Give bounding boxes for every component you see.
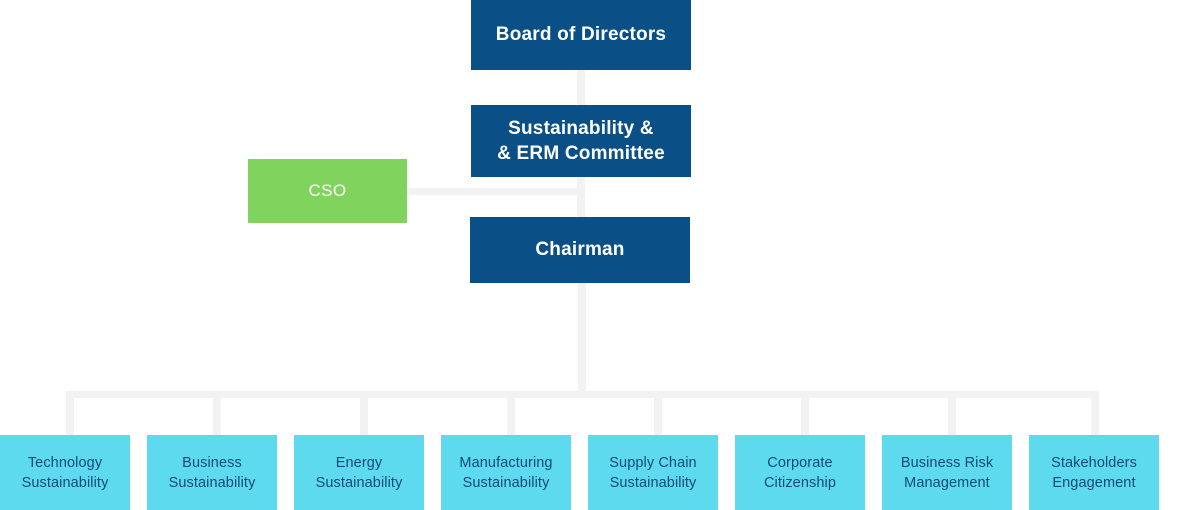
connector-stem-department-4 <box>654 391 662 435</box>
node-department-2-label: Energy Sustainability <box>315 454 403 491</box>
node-sustainability-erm-committee[interactable]: Sustainability & & ERM Committee <box>471 105 691 177</box>
connector-stem-department-0 <box>66 391 74 435</box>
node-chairman-label: Chairman <box>535 239 625 261</box>
connector-stem-department-1 <box>213 391 221 435</box>
node-cso[interactable]: CSO <box>248 159 407 223</box>
node-department-6-label: Business Risk Management <box>900 454 994 491</box>
node-department-2[interactable]: Energy Sustainability <box>294 435 424 510</box>
node-department-1[interactable]: Business Sustainability <box>147 435 277 510</box>
connector-stem-department-6 <box>948 391 956 435</box>
node-department-1-label: Business Sustainability <box>168 454 256 491</box>
connector-cso-to-spine <box>407 188 578 195</box>
connector-committee-to-chairman <box>577 177 585 218</box>
connector-stem-department-2 <box>360 391 368 435</box>
node-department-4-label: Supply Chain Sustainability <box>609 454 697 491</box>
node-chairman[interactable]: Chairman <box>470 217 690 283</box>
node-department-3[interactable]: Manufacturing Sustainability <box>441 435 571 510</box>
node-department-0[interactable]: Technology Sustainability <box>0 435 130 510</box>
connector-horizontal-bus <box>66 391 1098 398</box>
connector-chairman-to-bus <box>578 283 586 398</box>
node-department-0-label: Technology Sustainability <box>21 454 109 491</box>
connector-stem-department-3 <box>507 391 515 435</box>
node-department-4[interactable]: Supply Chain Sustainability <box>588 435 718 510</box>
node-department-5-label: Corporate Citizenship <box>763 454 837 491</box>
node-sustainability-erm-committee-label: Sustainability & & ERM Committee <box>497 117 665 164</box>
node-board-of-directors[interactable]: Board of Directors <box>471 0 691 70</box>
node-department-7-label: Stakeholders Engagement <box>1051 454 1137 491</box>
node-board-of-directors-label: Board of Directors <box>495 24 667 46</box>
node-cso-label: CSO <box>308 180 347 200</box>
node-department-6[interactable]: Business Risk Management <box>882 435 1012 510</box>
connector-stem-department-7 <box>1091 391 1099 435</box>
node-department-3-label: Manufacturing Sustainability <box>459 454 553 491</box>
connector-stem-department-5 <box>801 391 809 435</box>
connector-board-to-committee <box>577 70 585 106</box>
node-department-7[interactable]: Stakeholders Engagement <box>1029 435 1159 510</box>
node-department-5[interactable]: Corporate Citizenship <box>735 435 865 510</box>
